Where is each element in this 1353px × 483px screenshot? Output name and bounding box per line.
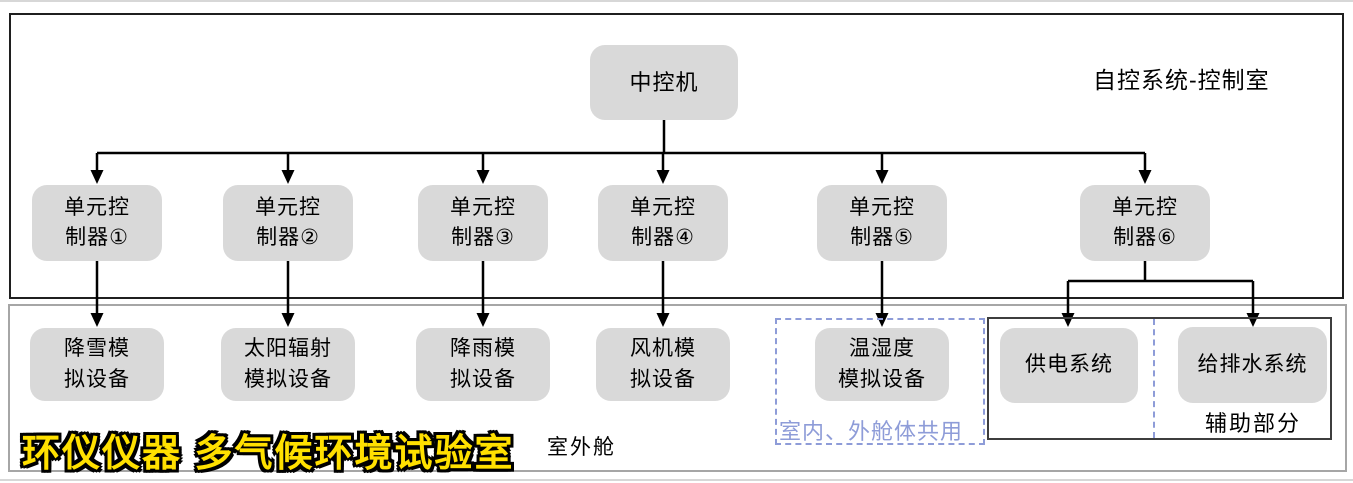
control-room-section-label: 自控系统-控制室 <box>1093 67 1270 93</box>
unit-controller-5-line2: 制器⑤ <box>850 226 914 249</box>
unit-controller-5-line1: 单元控 <box>849 195 915 219</box>
unit-controller-node-1: 单元控 制器① <box>32 185 162 261</box>
equipment-temp-humidity-line1: 温湿度 <box>849 337 915 361</box>
equipment-rain-line1: 降雨模 <box>450 337 516 361</box>
central-controller-label: 中控机 <box>629 69 699 95</box>
equipment-node-rain: 降雨模 拟设备 <box>416 328 550 401</box>
equipment-temp-humidity-line2: 模拟设备 <box>838 367 926 391</box>
unit-controller-node-4: 单元控 制器④ <box>598 185 728 261</box>
equipment-fan-line2: 拟设备 <box>630 367 696 391</box>
brand-watermark: 环仪仪器 多气候环境试验室 <box>22 433 515 475</box>
equipment-fan-line1: 风机模 <box>630 337 696 361</box>
shared-cabin-zone-label: 室内、外舱体共用 <box>779 419 964 444</box>
equipment-snow-line1: 降雪模 <box>64 337 130 361</box>
auxiliary-zone-frame <box>987 317 1332 440</box>
unit-controller-6-line2: 制器⑥ <box>1113 226 1177 249</box>
unit-controller-2-line2: 制器② <box>256 226 320 249</box>
outdoor-cabin-section-frame <box>8 304 1347 472</box>
power-supply-system-node: 供电系统 <box>1000 328 1138 403</box>
unit-controller-node-2: 单元控 制器② <box>223 185 353 261</box>
equipment-node-temp-humidity: 温湿度 模拟设备 <box>815 328 949 401</box>
unit-controller-4-line1: 单元控 <box>630 195 696 219</box>
auxiliary-zone-label: 辅助部分 <box>1205 411 1302 436</box>
equipment-node-solar-radiation: 太阳辐射 模拟设备 <box>221 328 355 401</box>
equipment-node-fan: 风机模 拟设备 <box>596 328 730 401</box>
equipment-solar-line2: 模拟设备 <box>244 367 332 391</box>
central-controller-node: 中控机 <box>590 45 738 120</box>
unit-controller-node-6: 单元控 制器⑥ <box>1080 185 1210 261</box>
unit-controller-6-line1: 单元控 <box>1112 195 1178 219</box>
equipment-node-snow: 降雪模 拟设备 <box>30 328 164 401</box>
unit-controller-1-line2: 制器① <box>65 226 129 249</box>
water-supply-drainage-system-node: 给排水系统 <box>1178 327 1327 403</box>
unit-controller-3-line1: 单元控 <box>450 195 516 219</box>
equipment-snow-line2: 拟设备 <box>64 367 130 391</box>
water-supply-drainage-system-label: 给排水系统 <box>1197 352 1308 376</box>
equipment-solar-line1: 太阳辐射 <box>244 337 332 361</box>
unit-controller-3-line2: 制器③ <box>451 226 515 249</box>
outdoor-cabin-section-label: 室外舱 <box>547 436 616 459</box>
auxiliary-zone-divider <box>1153 319 1155 438</box>
shared-cabin-zone-frame <box>775 318 985 445</box>
control-room-section-frame <box>9 13 1344 299</box>
unit-controller-2-line1: 单元控 <box>255 195 321 219</box>
unit-controller-node-5: 单元控 制器⑤ <box>817 185 947 261</box>
unit-controller-1-line1: 单元控 <box>64 195 130 219</box>
unit-controller-node-3: 单元控 制器③ <box>418 185 548 261</box>
equipment-rain-line2: 拟设备 <box>450 367 516 391</box>
unit-controller-4-line2: 制器④ <box>631 226 695 249</box>
power-supply-system-label: 供电系统 <box>1025 353 1113 377</box>
page-top-edge <box>0 0 1353 2</box>
page-bottom-edge <box>0 479 1353 481</box>
